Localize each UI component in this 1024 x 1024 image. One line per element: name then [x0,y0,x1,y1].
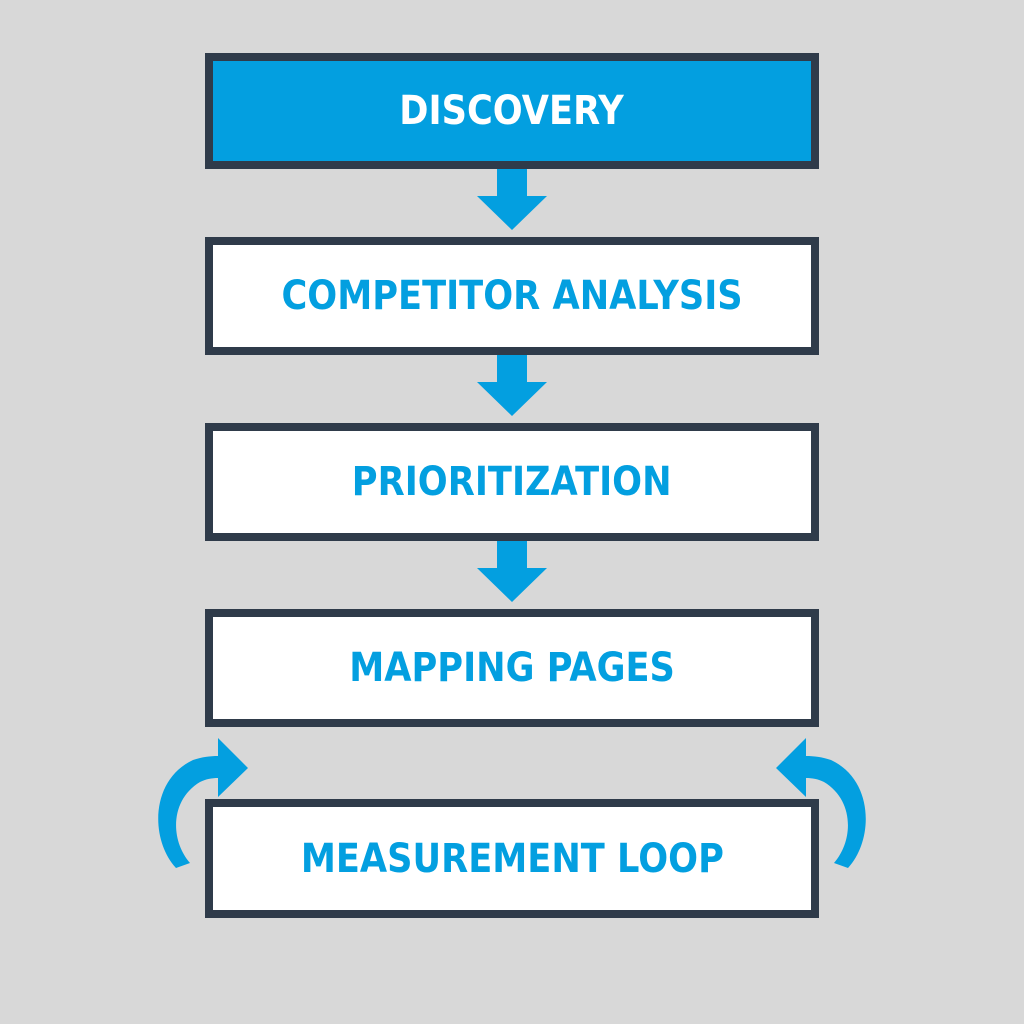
down-arrow-icon [477,354,547,416]
step-label: MAPPING PAGES [349,645,675,691]
step-prioritization: PRIORITIZATION [205,423,819,541]
loop-arrow-right-icon [776,738,866,868]
step-label: COMPETITOR ANALYSIS [281,273,743,319]
step-label: DISCOVERY [399,88,625,134]
step-measurement-loop: MEASUREMENT LOOP [205,799,819,918]
down-arrow-icon [477,168,547,230]
loop-arrow-left-icon [158,738,248,868]
down-arrow-icon [477,540,547,602]
step-label: PRIORITIZATION [352,459,672,505]
step-label: MEASUREMENT LOOP [300,835,724,882]
step-competitor-analysis: COMPETITOR ANALYSIS [205,237,819,355]
step-mapping-pages: MAPPING PAGES [205,609,819,727]
step-discovery: DISCOVERY [205,53,819,169]
